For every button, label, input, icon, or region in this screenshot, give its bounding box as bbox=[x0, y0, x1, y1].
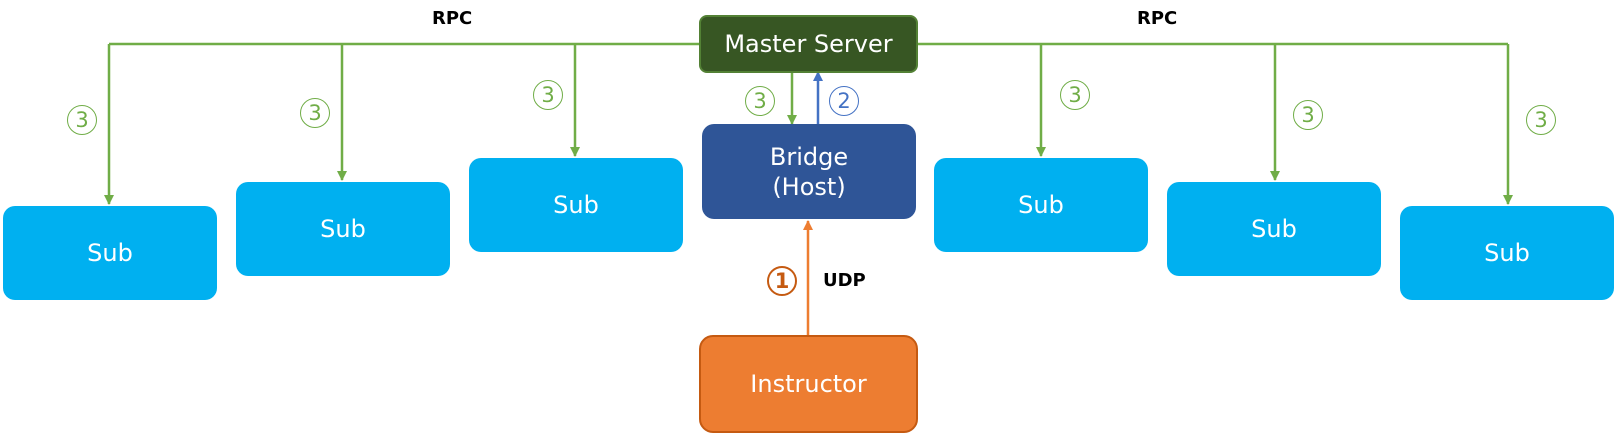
step-3-marker-sub-5: 3 bbox=[1293, 100, 1323, 130]
sub-label: Sub bbox=[320, 215, 366, 243]
step-3-marker-bridge: 3 bbox=[745, 86, 775, 116]
sub-label: Sub bbox=[87, 239, 133, 267]
sub-box-2: Sub bbox=[236, 182, 450, 276]
bridge-label: Bridge bbox=[769, 142, 849, 171]
step-3-marker-sub-3: 3 bbox=[533, 80, 563, 110]
udp-label: UDP bbox=[823, 270, 866, 291]
step-3-marker-sub-6: 3 bbox=[1526, 105, 1556, 135]
instructor-box: Instructor bbox=[699, 335, 918, 433]
step-2-marker: 2 bbox=[829, 86, 859, 116]
sub-box-5: Sub bbox=[1167, 182, 1381, 276]
step-3-marker-sub-2: 3 bbox=[300, 98, 330, 128]
bridge-host-box: Bridge (Host) bbox=[702, 124, 916, 219]
rpc-label-right: RPC bbox=[1137, 8, 1178, 29]
sub-box-4: Sub bbox=[934, 158, 1148, 252]
sub-label: Sub bbox=[1484, 239, 1530, 267]
rpc-label-left: RPC bbox=[432, 8, 473, 29]
step-3-marker-sub-1: 3 bbox=[67, 105, 97, 135]
sub-label: Sub bbox=[1251, 215, 1297, 243]
sub-box-3: Sub bbox=[469, 158, 683, 252]
master-server-box: Master Server bbox=[699, 15, 918, 73]
sub-box-6: Sub bbox=[1400, 206, 1614, 300]
step-1-marker: 1 bbox=[767, 266, 797, 296]
instructor-label: Instructor bbox=[750, 370, 867, 398]
sub-label: Sub bbox=[1018, 191, 1064, 219]
master-server-label: Master Server bbox=[724, 30, 893, 58]
sub-label: Sub bbox=[553, 191, 599, 219]
sub-box-1: Sub bbox=[3, 206, 217, 300]
bridge-host-label: (Host) bbox=[772, 172, 846, 201]
step-3-marker-sub-4: 3 bbox=[1060, 80, 1090, 110]
